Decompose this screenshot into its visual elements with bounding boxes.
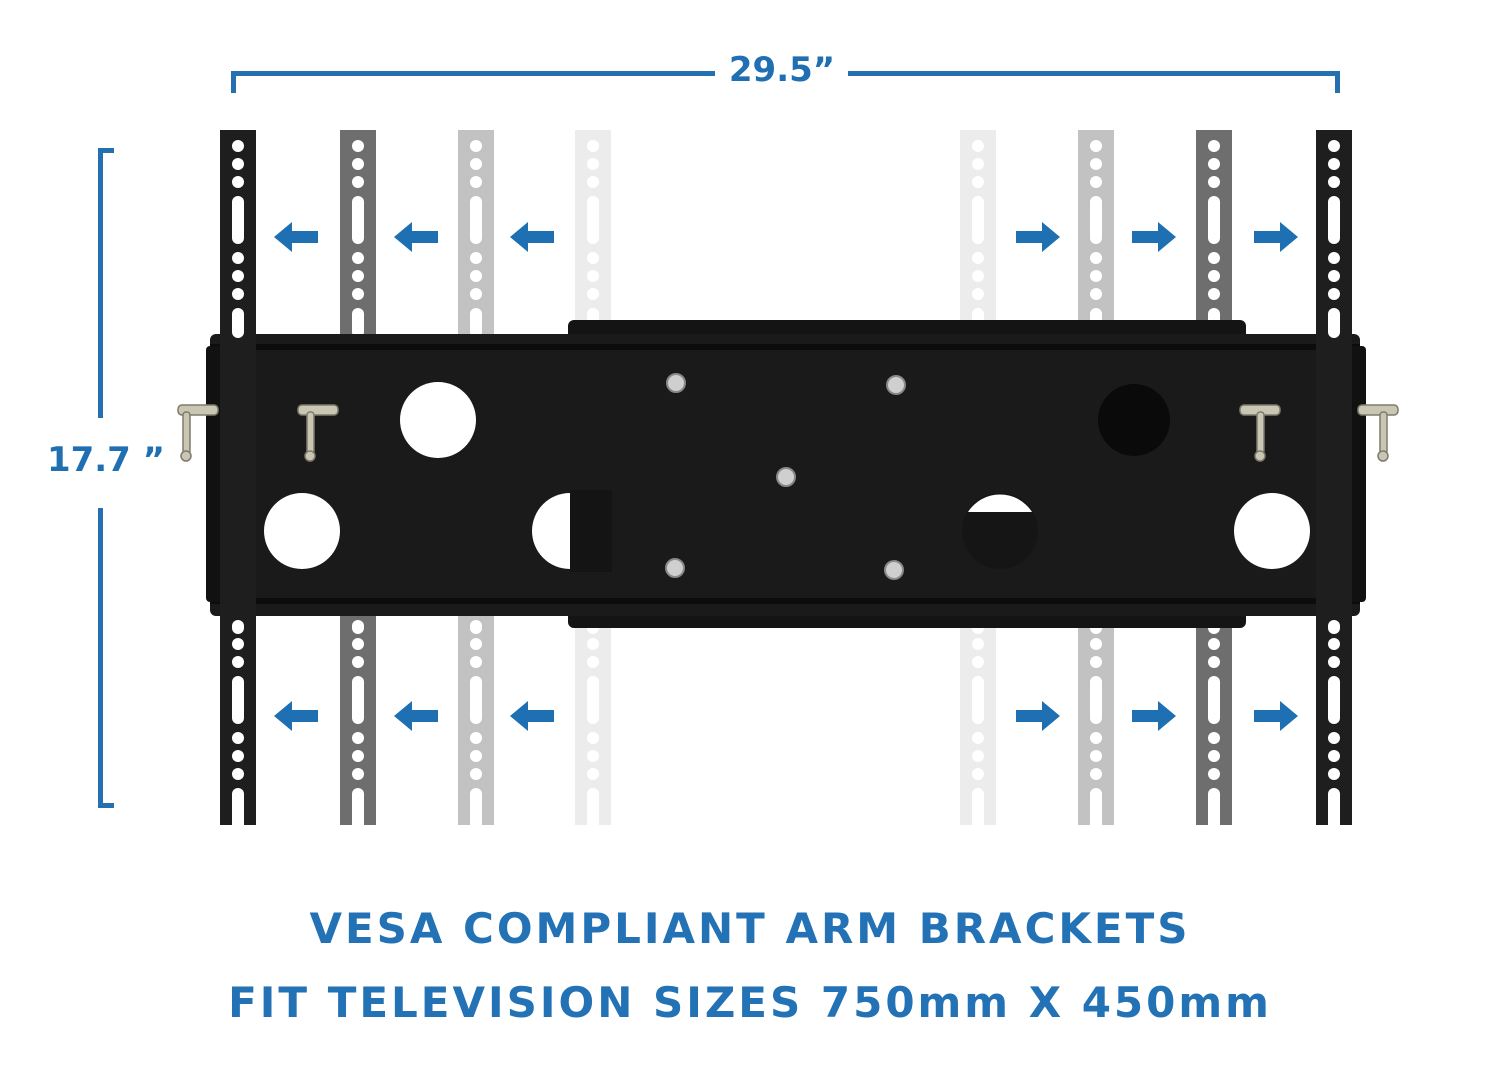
- height-dimension-tick-top: [98, 148, 114, 153]
- cutout-hole: [1234, 493, 1310, 569]
- bracket-arm-right: [1316, 130, 1352, 834]
- bracket-arm-left: [220, 130, 256, 834]
- caption-line-1: VESA COMPLIANT ARM BRACKETS: [309, 904, 1191, 953]
- width-dimension-tick-left: [231, 71, 236, 93]
- width-dimension-tick-right: [1335, 71, 1340, 93]
- caption-line-2: FIT TELEVISION SIZES 750mm X 450mm: [228, 978, 1272, 1027]
- cutout-hole: [264, 493, 340, 569]
- width-dimension-line-right: [848, 71, 1340, 76]
- arrow-left-icon: [274, 222, 554, 731]
- cutout-hole: [400, 382, 476, 458]
- vesa-bolts: [665, 373, 906, 580]
- arrow-right-icon: [1016, 222, 1298, 731]
- locking-pins: [177, 404, 1399, 462]
- mounting-plate: [206, 320, 1366, 628]
- width-dimension-line-left: [231, 71, 715, 76]
- height-dimension-label: 17.7 ”: [46, 440, 166, 480]
- height-dimension-tick-bottom: [98, 803, 114, 808]
- height-dimension-line-top: [98, 148, 103, 418]
- width-dimension-label: 29.5”: [718, 50, 846, 90]
- height-dimension-line-bottom: [98, 508, 103, 808]
